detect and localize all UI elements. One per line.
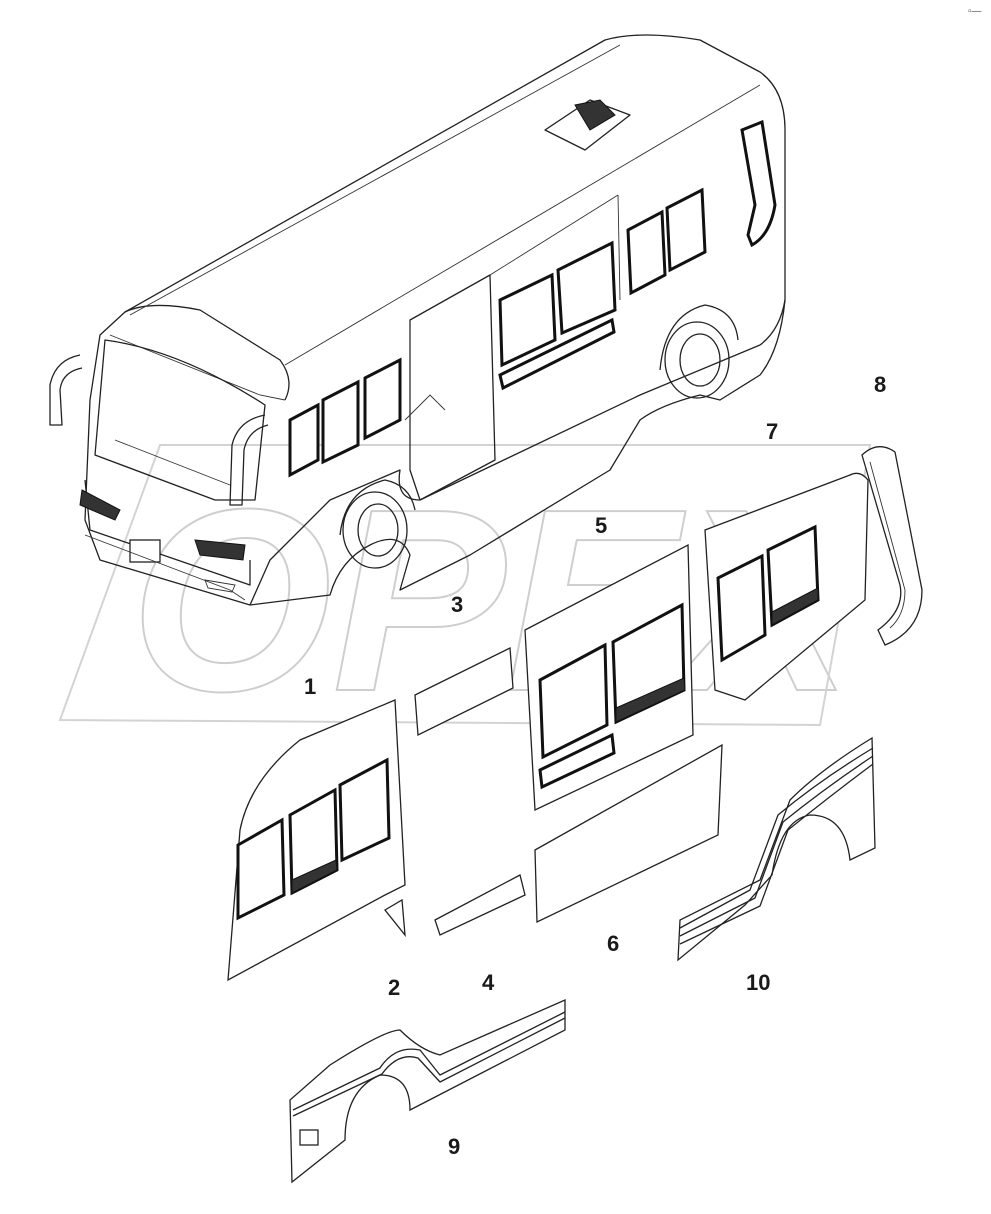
callout-3: 3 xyxy=(451,592,463,617)
part-6-lower-middle-panel xyxy=(534,743,723,924)
bus-assembly xyxy=(49,34,786,606)
part-2-front-side-panel xyxy=(227,699,406,982)
callout-8: 8 xyxy=(874,372,886,397)
callout-10: 10 xyxy=(746,970,770,995)
part-2-trim xyxy=(384,898,406,938)
part-7-rear-side-panel xyxy=(704,472,869,701)
callout-6: 6 xyxy=(607,931,619,956)
callout-9: 9 xyxy=(448,1134,460,1159)
corner-mark: ▫— xyxy=(968,6,982,17)
part-4-lower-trim xyxy=(434,874,526,936)
callout-7: 7 xyxy=(766,419,778,444)
part-8-rear-vent-cover xyxy=(861,446,923,646)
callout-1: 1 xyxy=(304,674,316,699)
part-5-middle-side-panel xyxy=(524,543,694,812)
callout-5: 5 xyxy=(595,513,607,538)
callout-4: 4 xyxy=(482,970,495,995)
callout-2: 2 xyxy=(388,975,400,1000)
leader-3 xyxy=(404,394,446,421)
part-9-front-lower-skirt xyxy=(289,999,566,1184)
part-3-door-panel xyxy=(414,646,514,737)
part-10-rear-lower-skirt xyxy=(677,736,876,962)
